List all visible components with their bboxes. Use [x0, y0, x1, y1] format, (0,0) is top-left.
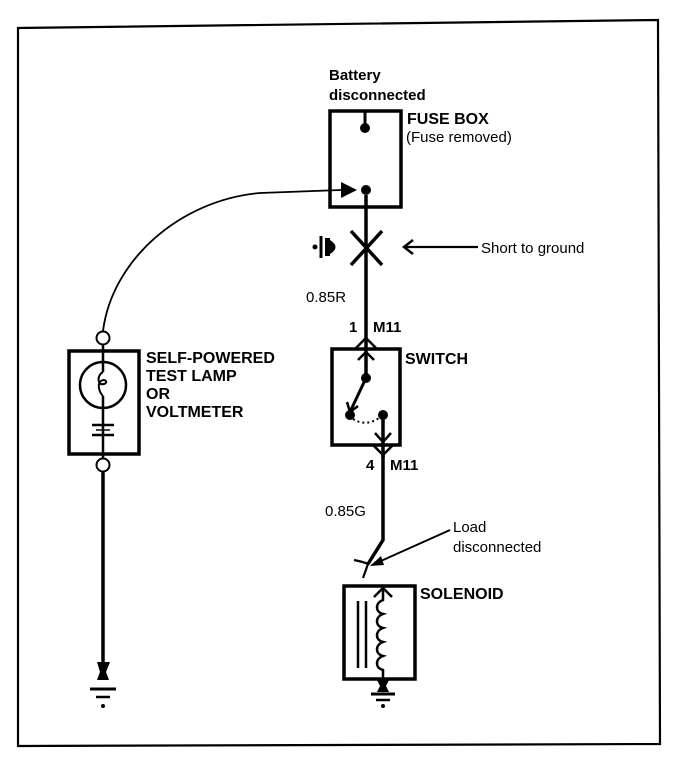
- solenoid-ground-icon: [371, 678, 395, 708]
- probe-lead: [102, 189, 342, 332]
- switch-connector-bottom: M11: [390, 457, 418, 474]
- short-to-ground-label: Short to ground: [481, 240, 584, 257]
- ground-symbol-icon: [312, 236, 336, 258]
- switch-pin-1: 1: [349, 319, 357, 336]
- switch-connector-top: M11: [373, 319, 401, 336]
- tester-label-line2: TEST LAMP: [146, 368, 237, 385]
- battery-disconnected-line2: disconnected: [329, 87, 426, 104]
- lamp-filament-icon: [97, 371, 108, 397]
- fuse-box: Battery disconnected FUSE BOX (Fuse remo…: [328, 67, 512, 209]
- wire-upper-gauge-color: 0.85R: [306, 289, 346, 306]
- fuse-box-label: FUSE BOX: [407, 111, 489, 128]
- load-disconnected-note: Load disconnected: [370, 519, 541, 566]
- battery-disconnected-line1: Battery: [329, 67, 381, 84]
- diagram-frame: [16, 18, 662, 748]
- load-disconnected-line2: disconnected: [453, 539, 541, 556]
- switch-label: SWITCH: [405, 351, 468, 368]
- switch: SWITCH: [330, 336, 468, 458]
- tester-label-line4: VOLTMETER: [146, 404, 244, 421]
- load-disconnected-line1: Load: [453, 519, 486, 536]
- probe-arrow-icon: [341, 182, 357, 198]
- short-to-ground-fault: Short to ground: [312, 229, 584, 267]
- solenoid-coil-icon: [375, 590, 388, 680]
- wire-lower-gauge-color: 0.85G: [325, 503, 366, 520]
- fuse-removed-note: (Fuse removed): [406, 129, 512, 146]
- solenoid-outline: [342, 584, 417, 681]
- fault-x-icon: [349, 229, 384, 267]
- test-lamp-bottom-terminal: [95, 457, 111, 473]
- solenoid-label: SOLENOID: [420, 586, 504, 603]
- switch-blade: [348, 377, 368, 413]
- switch-contact-open: [345, 410, 355, 420]
- test-lamp: SELF-POWERED TEST LAMP OR VOLTMETER: [67, 330, 275, 473]
- switch-top-connector-icon: [355, 336, 377, 349]
- tester-label-line1: SELF-POWERED: [146, 350, 275, 367]
- switch-travel-dotted: [352, 417, 380, 424]
- fuse-bottom-terminal: [361, 185, 371, 195]
- internal-battery-icon: [92, 423, 114, 437]
- wire-0-85G: [353, 455, 385, 579]
- fuse-top-terminal: [360, 123, 370, 133]
- load-pointer-arrow-icon: [370, 556, 384, 566]
- tester-label-line3: OR: [146, 386, 170, 403]
- test-lamp-ground-icon: [90, 662, 116, 708]
- switch-pin-4: 4: [366, 457, 375, 474]
- fault-pointer-arrow-icon: [401, 239, 478, 255]
- test-lamp-top-terminal: [95, 330, 111, 346]
- solenoid: SOLENOID: [342, 584, 504, 681]
